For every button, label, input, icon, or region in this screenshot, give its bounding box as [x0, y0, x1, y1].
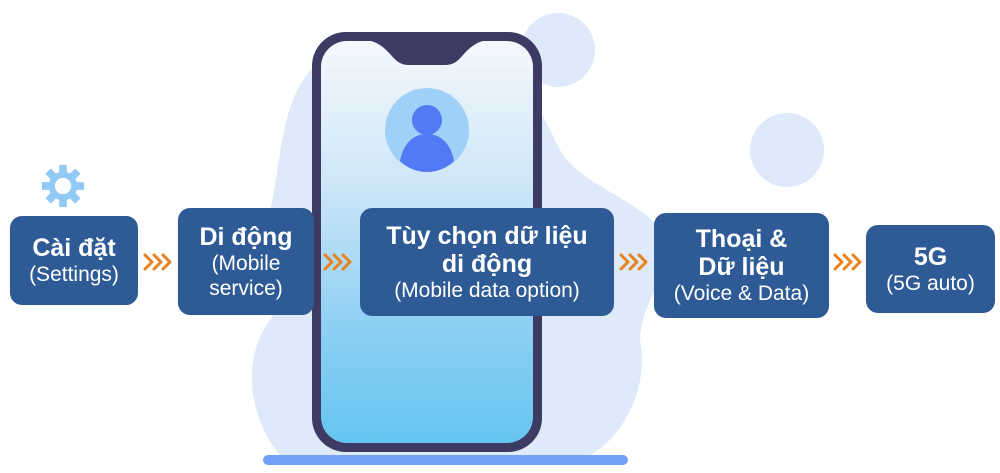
step-title: Di động	[199, 222, 293, 251]
user-avatar-icon	[385, 88, 469, 172]
step-title: Thoại & Dữ liệu	[695, 225, 788, 281]
background-circle-right	[750, 113, 824, 187]
step-mobile-data-option: Tùy chọn dữ liệu di động (Mobile data op…	[360, 208, 614, 316]
step-subtitle: (Voice & Data)	[673, 282, 810, 305]
step-voice-data: Thoại & Dữ liệu (Voice & Data)	[654, 213, 829, 318]
step-subtitle: (Settings)	[29, 263, 119, 286]
step-title: Tùy chọn dữ liệu di động	[386, 221, 588, 278]
step-title: Cài đặt	[32, 234, 116, 262]
step-subtitle: (5G auto)	[886, 271, 975, 295]
triple-chevron-right-icon	[143, 253, 172, 271]
step-subtitle: (Mobile service)	[209, 251, 283, 300]
triple-chevron-right-icon	[323, 253, 352, 271]
phone-base-bar	[263, 455, 628, 465]
step-title: 5G	[913, 242, 948, 271]
step-settings: Cài đặt (Settings)	[10, 216, 138, 305]
step-5g: 5G (5G auto)	[866, 225, 995, 313]
step-subtitle: (Mobile data option)	[394, 278, 580, 302]
triple-chevron-right-icon	[619, 253, 648, 271]
triple-chevron-right-icon	[833, 253, 862, 271]
gear-icon	[41, 164, 85, 208]
step-mobile-service: Di động (Mobile service)	[178, 208, 314, 315]
phone-notch	[371, 41, 483, 65]
